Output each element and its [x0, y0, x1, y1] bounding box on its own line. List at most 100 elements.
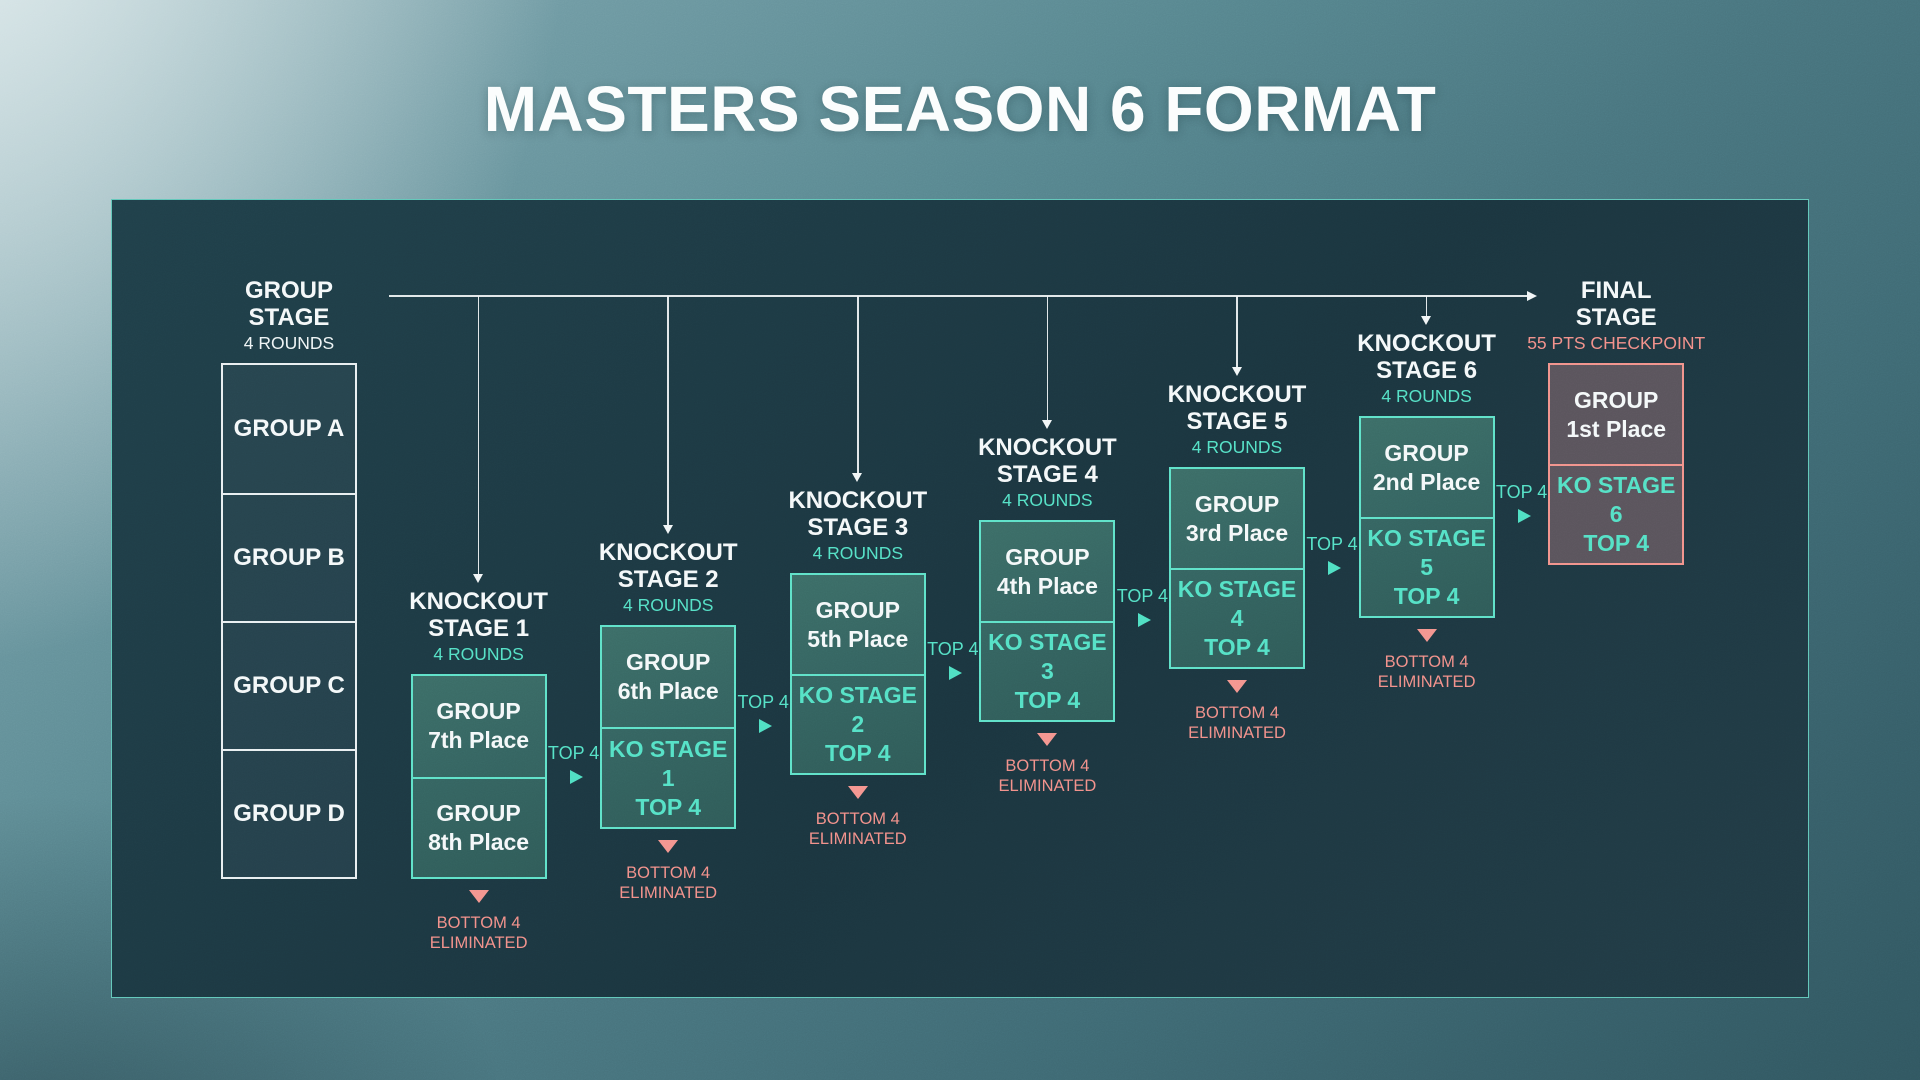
knockout-stage-3-eliminated-label: BOTTOM 4 ELIMINATED [768, 809, 948, 849]
top4-arrow-right-icon [759, 719, 773, 733]
knockout-stage-6-eliminated-line: BOTTOM 4 [1384, 653, 1469, 671]
knockout-stage-3-eliminated-line: ELIMINATED [808, 830, 907, 848]
flow-line-horizontal [389, 295, 1527, 297]
final-stage-title-line: FINAL [1580, 277, 1652, 304]
knockout-stage-1-eliminated-line: BOTTOM 4 [436, 914, 521, 932]
flow-line-drop-knockout-stage-2 [667, 296, 669, 525]
knockout-stage-3-subtitle: 4 ROUNDS [812, 543, 904, 563]
group-stage-box: GROUP A GROUP B GROUP C GROUP D [221, 363, 357, 879]
knockout-stage-5-eliminated-line: BOTTOM 4 [1194, 704, 1280, 722]
knockout-stage-3-title-line: KNOCKOUT [788, 487, 928, 514]
knockout-stage-6-title-line: KNOCKOUT [1357, 330, 1496, 357]
flow-arrow-down-icon [1231, 367, 1242, 376]
knockout-stage-6-eliminated-line: ELIMINATED [1377, 673, 1476, 691]
knockout-stage-2-cell-line: GROUP [626, 649, 711, 675]
knockout-stage-4-title-line: KNOCKOUT [978, 434, 1117, 461]
group-stage-cell: GROUP B [223, 493, 355, 621]
knockout-stage-3-title-line: STAGE 3 [807, 513, 909, 541]
eliminated-arrow-down-icon [658, 840, 679, 853]
eliminated-arrow-down-icon [847, 786, 868, 799]
knockout-stage-1-cell-line: 7th Place [428, 727, 530, 754]
knockout-stage-1-eliminated-line: ELIMINATED [429, 934, 528, 952]
knockout-stage-1-eliminated-label: BOTTOM 4 ELIMINATED [389, 913, 569, 953]
flow-line-drop-knockout-stage-3 [857, 296, 859, 473]
knockout-stage-4-cell-line: 4th Place [996, 572, 1098, 599]
knockout-stage-5-eliminated-line: ELIMINATED [1188, 724, 1286, 742]
knockout-stage-4-subtitle: 4 ROUNDS [1002, 490, 1093, 510]
knockout-stage-2-eliminated-line: ELIMINATED [619, 884, 718, 902]
flow-arrow-down-icon [1421, 316, 1432, 325]
eliminated-arrow-down-icon [468, 890, 489, 903]
knockout-stage-6-cell-line: GROUP [1384, 439, 1469, 466]
page-title: MASTERS SEASON 6 FORMAT [483, 73, 1437, 145]
knockout-stage-4-cell-line: TOP 4 [1014, 687, 1081, 713]
knockout-stage-3-eliminated-line: BOTTOM 4 [815, 810, 900, 828]
knockout-stage-6-cell-line: TOP 4 [1393, 583, 1460, 609]
group-stage-cell: GROUP C [223, 621, 355, 749]
flow-line-drop-knockout-stage-4 [1046, 296, 1049, 420]
knockout-stage-5-cell-line: GROUP [1194, 490, 1280, 517]
knockout-stage-3-cell-line: TOP 4 [824, 740, 891, 766]
top4-arrow-right-icon [1138, 612, 1152, 627]
group-stage-cell: GROUP D [223, 749, 355, 877]
knockout-stage-2-title-line: KNOCKOUT [598, 539, 738, 566]
knockout-stage-2-cell: GROUP 6th Place [602, 627, 734, 727]
knockout-stage-5-title-line: KNOCKOUT [1167, 381, 1307, 408]
group-stage-cell-line: GROUP A [233, 415, 345, 442]
knockout-stage-4-cell-line: KO STAGE 3 [988, 629, 1107, 684]
group-stage-cell-line: GROUP D [233, 800, 345, 827]
knockout-stage-4-title-line: STAGE 4 [996, 460, 1098, 488]
knockout-stage-3-cell-line: GROUP [815, 596, 900, 623]
eliminated-arrow-down-icon [1416, 629, 1437, 642]
knockout-stage-1-cell-line: GROUP [436, 698, 521, 725]
final-stage-subtitle: 55 PTS CHECKPOINT [1527, 333, 1706, 353]
knockout-stage-6-title-line: STAGE 6 [1376, 356, 1478, 384]
knockout-stage-5-cell-line: TOP 4 [1204, 634, 1270, 660]
eliminated-arrow-down-icon [1227, 680, 1247, 693]
group-stage-title-line: STAGE [248, 303, 330, 331]
final-stage-cell-line: TOP 4 [1583, 530, 1649, 556]
flow-arrow-down-icon [852, 473, 863, 482]
knockout-stage-5-cell-line: 3rd Place [1185, 519, 1289, 546]
eliminated-arrow-down-icon [1037, 733, 1058, 746]
group-stage-subtitle: 4 ROUNDS [243, 333, 335, 353]
final-stage-cell-line: GROUP [1574, 386, 1659, 413]
knockout-stage-5-cell: KO STAGE 4 TOP 4 [1171, 568, 1303, 667]
top4-arrow-right-icon [948, 665, 962, 680]
group-stage-cell-line: GROUP C [233, 672, 345, 699]
knockout-stage-2-subtitle: 4 ROUNDS [622, 595, 714, 615]
top4-arrow-right-icon [1517, 508, 1531, 523]
knockout-stage-5-cell-line: KO STAGE 4 [1177, 576, 1297, 631]
knockout-stage-2-title-line: STAGE 2 [617, 565, 719, 593]
knockout-stage-5-title-line: STAGE 5 [1186, 407, 1288, 435]
knockout-stage-1-title-line: STAGE 1 [428, 614, 530, 642]
flow-line-drop-knockout-stage-5 [1236, 296, 1238, 367]
top4-arrow-right-icon [569, 770, 583, 784]
flow-line-drop-knockout-stage-1 [477, 296, 480, 574]
flow-arrow-down-icon [1041, 420, 1052, 429]
knockout-stage-1-cell-line: GROUP [436, 799, 521, 826]
knockout-stage-2-cell-line: TOP 4 [635, 793, 701, 820]
knockout-stage-2-cell-line: 6th Place [617, 678, 719, 704]
